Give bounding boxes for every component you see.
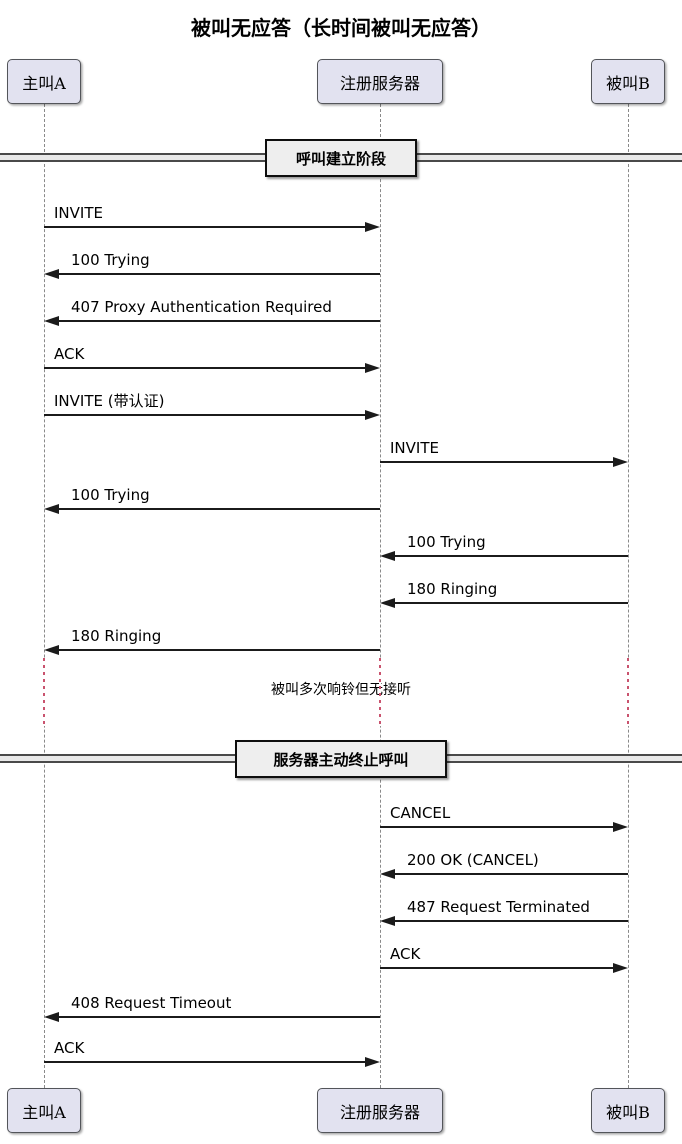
message-line-11	[394, 873, 628, 875]
message-line-15	[44, 1061, 366, 1063]
participant-box-callee-top: 被叫B	[591, 59, 665, 104]
message-arrowhead-3	[365, 363, 380, 373]
message-line-6	[58, 508, 380, 510]
message-label-15: ACK	[54, 1039, 85, 1057]
message-line-14	[58, 1016, 380, 1018]
message-arrowhead-11	[380, 869, 395, 879]
message-label-0: INVITE	[54, 204, 103, 222]
message-arrowhead-12	[380, 916, 395, 926]
message-label-14: 408 Request Timeout	[71, 994, 232, 1012]
message-line-10	[380, 826, 614, 828]
delay-segment-caller	[43, 658, 45, 726]
participant-box-caller-bottom: 主叫A	[7, 1088, 81, 1133]
diagram-title: 被叫无应答（长时间被叫无应答）	[191, 16, 491, 40]
message-label-6: 100 Trying	[71, 486, 150, 504]
participant-box-callee-bottom: 被叫B	[591, 1088, 665, 1133]
message-line-5	[380, 461, 614, 463]
message-label-5: INVITE	[390, 439, 439, 457]
message-arrowhead-0	[365, 222, 380, 232]
message-arrowhead-13	[613, 963, 628, 973]
message-line-9	[58, 649, 380, 651]
delay-note-text: 被叫多次响铃但无接听	[263, 682, 419, 698]
participant-box-server-bottom: 注册服务器	[317, 1088, 443, 1133]
message-label-4: INVITE (带认证)	[54, 392, 165, 410]
message-label-1: 100 Trying	[71, 251, 150, 269]
message-label-3: ACK	[54, 345, 85, 363]
message-label-7: 100 Trying	[407, 533, 486, 551]
message-arrowhead-7	[380, 551, 395, 561]
message-arrowhead-6	[44, 504, 59, 514]
delay-segment-callee	[627, 658, 629, 726]
lifeline-caller	[44, 104, 45, 1088]
lifeline-callee	[628, 104, 629, 1088]
message-label-13: ACK	[390, 945, 421, 963]
message-arrowhead-15	[365, 1057, 380, 1067]
message-arrowhead-10	[613, 822, 628, 832]
participant-box-server-top: 注册服务器	[317, 59, 443, 104]
message-line-0	[44, 226, 366, 228]
message-arrowhead-4	[365, 410, 380, 420]
participant-box-caller-top: 主叫A	[7, 59, 81, 104]
message-label-2: 407 Proxy Authentication Required	[71, 298, 332, 316]
message-arrowhead-9	[44, 645, 59, 655]
delay-note: 被叫多次响铃但无接听	[0, 679, 682, 699]
message-line-3	[44, 367, 366, 369]
message-line-8	[394, 602, 628, 604]
message-arrowhead-2	[44, 316, 59, 326]
message-label-8: 180 Ringing	[407, 580, 498, 598]
lifeline-server	[380, 104, 381, 1088]
message-arrowhead-14	[44, 1012, 59, 1022]
message-line-2	[58, 320, 380, 322]
message-arrowhead-8	[380, 598, 395, 608]
delay-segment-server	[379, 658, 381, 726]
message-line-4	[44, 414, 366, 416]
message-line-7	[394, 555, 628, 557]
message-label-10: CANCEL	[390, 804, 451, 822]
message-arrowhead-5	[613, 457, 628, 467]
divider-box-1: 服务器主动终止呼叫	[235, 740, 447, 778]
message-label-9: 180 Ringing	[71, 627, 162, 645]
message-label-11: 200 OK (CANCEL)	[407, 851, 539, 869]
message-arrowhead-1	[44, 269, 59, 279]
message-line-1	[58, 273, 380, 275]
message-line-13	[380, 967, 614, 969]
divider-box-0: 呼叫建立阶段	[265, 139, 417, 177]
message-line-12	[394, 920, 628, 922]
message-label-12: 487 Request Terminated	[407, 898, 590, 916]
